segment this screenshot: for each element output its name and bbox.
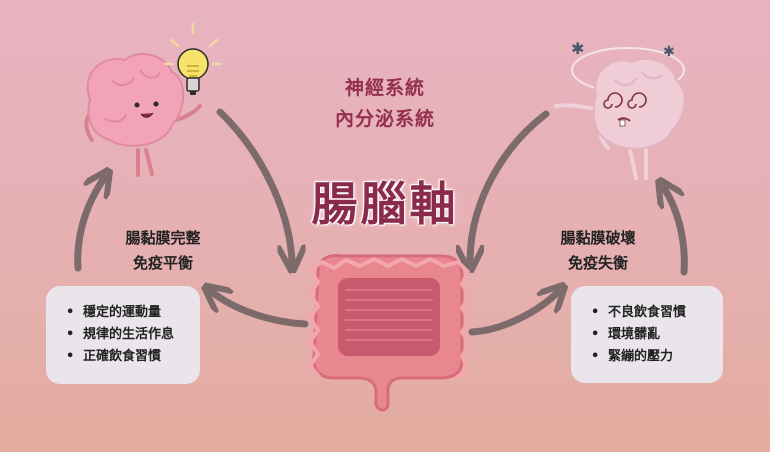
arrow-left-up	[74, 178, 104, 272]
healthy-condition-line-2: 免疫平衡	[132, 254, 193, 272]
happy-brain-icon	[84, 53, 202, 177]
healthy-condition-line-1: 腸黏膜完整	[125, 229, 201, 247]
lightbulb-icon	[163, 22, 223, 95]
healthy-condition-label: 腸黏膜完整 免疫平衡	[88, 226, 238, 276]
intestine-icon	[308, 254, 472, 412]
list-item: 不良飲食習慣	[591, 302, 723, 324]
list-item: 正確飲食習慣	[66, 346, 200, 368]
unhealthy-condition-line-2: 免疫失衡	[567, 254, 628, 272]
flow-arrows	[74, 108, 688, 336]
gut-brain-axis-title: 腸腦軸	[311, 177, 459, 231]
arrow-brain-to-gut-left	[216, 108, 292, 262]
list-item: 緊繃的壓力	[591, 346, 723, 368]
svg-text:✱: ✱	[571, 39, 584, 58]
unhealthy-condition-label: 腸黏膜破壞 免疫失衡	[523, 226, 673, 276]
unhealthy-condition-line-1: 腸黏膜破壞	[560, 229, 636, 247]
unhealthy-factors-list: 不良飲食習慣 環境髒亂 緊繃的壓力	[591, 302, 723, 368]
dizzy-brain-icon: ✱ ✱	[554, 39, 686, 180]
arrow-brain-to-gut-right	[470, 110, 550, 262]
nervous-system-label: 神經系統	[344, 77, 425, 99]
healthy-factors-box: 穩定的運動量 規律的生活作息 正確飲食習慣	[46, 286, 200, 384]
arrow-gut-to-left-box	[212, 292, 309, 328]
arrow-gut-to-right-box	[468, 292, 558, 336]
endocrine-system-label: 內分泌系統	[334, 108, 435, 130]
list-item: 環境髒亂	[591, 324, 723, 346]
arrow-right-up	[664, 188, 688, 276]
list-item: 穩定的運動量	[66, 302, 200, 324]
unhealthy-factors-box: 不良飲食習慣 環境髒亂 緊繃的壓力	[571, 286, 723, 383]
svg-text:✱: ✱	[663, 44, 675, 60]
list-item: 規律的生活作息	[66, 324, 200, 346]
healthy-factors-list: 穩定的運動量 規律的生活作息 正確飲食習慣	[66, 302, 200, 368]
